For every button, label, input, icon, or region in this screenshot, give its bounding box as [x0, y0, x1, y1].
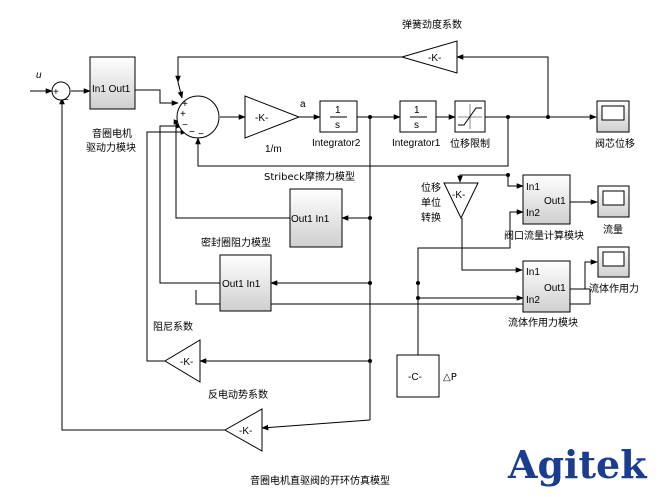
flow-in1: In1 — [526, 182, 540, 193]
force-in1: In1 — [526, 267, 540, 278]
sum2-sign-5: − — [198, 129, 204, 140]
seal-block[interactable]: Out1 In1 — [219, 254, 272, 312]
integrator1-num: 1 — [414, 105, 420, 116]
sum-block-2[interactable]: + + − − − — [176, 95, 220, 140]
input-label: u — [36, 70, 42, 81]
stribeck-label: Stribeck摩擦力模型 — [264, 170, 355, 183]
stribeck-block[interactable]: Out1 In1 — [289, 188, 343, 248]
scope-flow-label: 流量 — [603, 223, 623, 236]
sum1-plus: + — [53, 87, 59, 98]
damping-gain[interactable]: -K- — [164, 339, 201, 383]
backemf-gain-text: -K- — [239, 426, 252, 437]
backemf-gain-label: 反电动势系数 — [208, 388, 268, 401]
spring-gain-text: -K- — [428, 53, 441, 64]
constant-text: -C- — [408, 372, 422, 383]
damping-gain-text: -K- — [180, 357, 193, 368]
constant-label: △P — [443, 372, 457, 383]
force-in2: In2 — [526, 295, 540, 306]
integrator2-den: s — [335, 120, 340, 131]
driver-label-2: 驱动力模块 — [86, 141, 136, 154]
scope-force[interactable] — [597, 246, 630, 278]
gain-mass-label: 1/m — [265, 144, 282, 155]
saturation-block[interactable] — [454, 100, 486, 133]
integrator1-den: s — [414, 120, 419, 131]
junction-dots — [368, 115, 550, 363]
gain-mass-text: -K- — [255, 113, 268, 124]
constant-block[interactable]: -C- — [396, 354, 440, 398]
flow-out: Out1 — [544, 196, 566, 207]
signal-a-label: a — [300, 99, 306, 110]
spring-gain-label: 弹簧劲度系数 — [402, 18, 462, 31]
sum2-sign-1: + — [182, 99, 188, 110]
driver-label-1: 音圈电机 — [92, 127, 132, 140]
scope-flow[interactable] — [597, 185, 630, 218]
sum2-sign-4: − — [189, 127, 195, 138]
sum2-sign-2: + — [180, 109, 186, 120]
figure-caption: 音圈电机直驱阀的开环仿真模型 — [250, 474, 390, 487]
flow-block[interactable]: In1 In2 Out1 — [522, 174, 571, 225]
scope-spool-label: 阀芯位移 — [595, 137, 635, 150]
driver-block[interactable]: In1 Out1 — [89, 56, 136, 110]
unit-gain-label-2: 单位 — [421, 196, 441, 209]
gain-mass[interactable]: -K- — [244, 95, 301, 139]
sum2-sign-3: − — [182, 120, 188, 131]
integrator2-block[interactable]: 1 s — [319, 100, 358, 133]
unit-gain-text: -K- — [452, 190, 465, 201]
spring-gain[interactable]: -K- — [400, 40, 458, 74]
sum1-minus: − — [63, 95, 69, 106]
force-block-label: 流体作用力模块 — [508, 316, 578, 329]
seal-label: 密封圈阻力模型 — [201, 236, 271, 249]
integrator1-label: Integrator1 — [392, 138, 441, 149]
sum-block-1[interactable]: + − — [51, 81, 71, 106]
integrator1-block[interactable]: 1 s — [399, 100, 437, 133]
stribeck-ports: Out1 In1 — [291, 214, 330, 225]
damping-gain-label: 阻尼系数 — [153, 320, 193, 333]
scope-spool[interactable] — [596, 100, 630, 133]
unit-gain-label-3: 转换 — [421, 211, 441, 224]
saturation-label: 位移限制 — [450, 137, 490, 150]
driver-ports: In1 Out1 — [92, 84, 131, 95]
agitek-logo: Agitek — [507, 442, 647, 487]
unit-gain[interactable]: -K- — [443, 182, 479, 220]
flow-in2: In2 — [526, 208, 540, 219]
flow-block-label: 阀口流量计算模块 — [504, 229, 584, 242]
unit-gain-label-1: 位移 — [421, 181, 441, 194]
seal-ports: Out1 In1 — [222, 279, 261, 290]
force-block[interactable]: In1 In2 Out1 — [522, 260, 571, 313]
integrator2-label: Integrator2 — [312, 138, 361, 149]
scope-force-label: 流体作用力 — [589, 282, 639, 295]
backemf-gain[interactable]: -K- — [223, 408, 263, 452]
integrator2-num: 1 — [335, 105, 341, 116]
force-out: Out1 — [544, 283, 566, 294]
